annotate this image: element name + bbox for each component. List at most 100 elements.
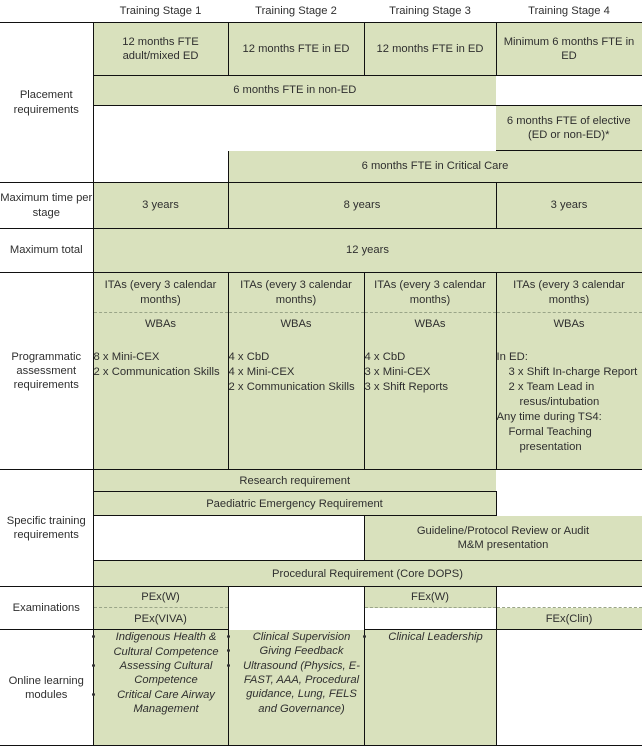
wba-item: 2 x Communication Skills <box>94 365 228 380</box>
module-name: Clinical Supervision <box>252 630 351 643</box>
module-name: Indigenous Health & Cultural Competence <box>113 631 219 658</box>
specific-paediatric-row: Paediatric Emergency Requirement <box>0 491 642 517</box>
wba-item-text: 3 x Shift Reports <box>364 381 449 394</box>
exam-fex-clin: FEx(Clin) <box>496 607 642 631</box>
wba-item-text: 2 x Team Lead in resus/intubation <box>508 381 600 408</box>
row-label-maximum-time-per-stage: Maximum time per stage <box>0 182 94 229</box>
mm-presentation-line2: M&M presentation <box>457 539 549 552</box>
column-header-training-stage-1: Training Stage 1 <box>93 0 228 23</box>
row-label-specific-training: Specific training requirements <box>0 469 94 588</box>
list-item: Clinical Supervision <box>240 630 364 644</box>
wbas-list-ts2: 4 x CbD 4 x Mini-CEX 2 x Communication S… <box>229 334 364 412</box>
paediatric-emergency-requirement: Paediatric Emergency Requirement <box>92 491 497 517</box>
itas-ts2: ITAs (every 3 calendar months) <box>228 272 365 313</box>
exam-empty-ts3-row2 <box>364 607 497 631</box>
table-header-row: Training Stage 1 Training Stage 2 Traini… <box>0 0 642 23</box>
guideline-protocol-review-cell: Guideline/Protocol Review or Audit M&M p… <box>363 515 642 562</box>
placement-row-2: 6 months FTE in non-ED <box>0 75 642 106</box>
wba-item-text: 4 x CbD <box>364 351 406 364</box>
online-modules-ts2: Clinical Supervision Giving Feedback Ult… <box>228 629 365 746</box>
wba-item: 4 x Mini-CEX <box>229 365 364 380</box>
programmatic-wbas-row: WBAs 8 x Mini-CEX 2 x Communication Skil… <box>0 312 642 471</box>
max-time-ts1: 3 years <box>92 182 229 229</box>
guideline-protocol-line1: Guideline/Protocol Review or Audit <box>416 525 590 538</box>
wba-item-text: Formal Teaching presentation <box>508 425 592 453</box>
wbas-ts4-cell: WBAs In ED: 3 x Shift In-charge Report 2… <box>496 312 642 471</box>
wba-item: 2 x Team Lead in resus/intubation <box>497 380 642 410</box>
wbas-ts1-cell: WBAs 8 x Mini-CEX 2 x Communication Skil… <box>92 312 229 471</box>
placement-ts3-ed: 12 months FTE in ED <box>364 22 497 76</box>
exam-empty-ts2 <box>228 586 365 630</box>
wbas-ts3-cell: WBAs 4 x CbD 3 x Mini-CEX 3 x Shift Repo… <box>364 312 497 471</box>
max-time-per-stage-row: Maximum time per stage 3 years 8 years 3… <box>0 182 642 229</box>
module-name: Clinical Leadership <box>388 631 483 644</box>
exam-empty-ts4-row1 <box>496 586 642 609</box>
procedural-requirement-core-dops: Procedural Requirement (Core DOPS) <box>92 560 642 588</box>
examinations-row-1: Examinations PEx(W) FEx(W) <box>0 586 642 631</box>
exam-fex-w: FEx(W) <box>364 586 497 609</box>
row-label-programmatic-assessment: Programmatic assessment requirements <box>0 271 94 471</box>
wba-item: 3 x Shift In-charge Report <box>497 365 642 380</box>
wba-group-title-any-time: Any time during TS4: <box>496 410 602 423</box>
wbas-list-ts3: 4 x CbD 3 x Mini-CEX 3 x Shift Reports <box>365 334 496 412</box>
list-item: Indigenous Health & Cultural Competence <box>105 630 228 659</box>
max-total-row: Maximum total 12 years <box>0 228 642 273</box>
exam-pex-w: PEx(W) <box>92 586 229 609</box>
specific-empty-ts1-ts2 <box>92 515 364 562</box>
column-header-training-stage-3: Training Stage 3 <box>364 0 496 23</box>
wba-item: 4 x CbD <box>365 350 496 365</box>
wba-item: 8 x Mini-CEX <box>94 350 228 365</box>
wbas-heading-ts4: WBAs <box>553 318 585 330</box>
max-total-all-stages: 12 years <box>92 228 642 273</box>
research-requirement: Research requirement <box>92 469 496 493</box>
wba-item-text: 2 x Communication Skills <box>228 381 355 394</box>
placement-row-1: Placement requirements 12 months FTE adu… <box>0 22 642 183</box>
wba-group-title-in-ed: In ED: <box>496 351 528 364</box>
row-label-maximum-total: Maximum total <box>0 228 94 273</box>
wbas-heading-ts3: WBAs <box>414 318 446 330</box>
wba-item-text: 4 x Mini-CEX <box>228 366 295 379</box>
list-item: Clinical Leadership <box>376 630 496 644</box>
wba-item-text: 3 x Shift In-charge Report <box>508 366 638 379</box>
wbas-heading-ts1: WBAs <box>144 318 177 330</box>
wba-item-text: 8 x Mini-CEX <box>93 351 160 364</box>
module-name: Giving Feedback <box>259 645 344 658</box>
wba-item-text: 3 x Mini-CEX <box>364 366 431 379</box>
online-learning-modules-row: Online learning modules Indigenous Healt… <box>0 629 642 746</box>
placement-row-3: 6 months FTE of elective (ED or non-ED)* <box>0 105 642 151</box>
list-item: Ultrasound (Physics, E-FAST, AAA, Proced… <box>240 659 364 716</box>
placement-row-4: 6 months FTE in Critical Care <box>0 150 642 183</box>
placement-critical-care-span: 6 months FTE in Critical Care <box>227 150 642 183</box>
placement-row4-empty-ts1 <box>92 150 228 183</box>
itas-ts3: ITAs (every 3 calendar months) <box>364 272 497 313</box>
examinations-row-2: PEx(VIVA) FEx(Clin) <box>0 607 642 631</box>
wbas-list-ts1: 8 x Mini-CEX 2 x Communication Skills <box>94 334 228 397</box>
row-label-online-learning-modules: Online learning modules <box>0 629 94 746</box>
online-modules-ts4-empty <box>496 629 642 746</box>
wba-item: 3 x Shift Reports <box>365 380 496 395</box>
row-label-examinations: Examinations <box>0 586 94 631</box>
wba-item: 2 x Communication Skills <box>229 380 364 395</box>
column-header-training-stage-2: Training Stage 2 <box>228 0 364 23</box>
placement-row3-empty-ts1-ts3 <box>92 105 496 151</box>
list-item: Critical Care Airway Management <box>105 688 228 717</box>
exam-pex-viva: PEx(VIVA) <box>92 607 229 631</box>
column-header-training-stage-4: Training Stage 4 <box>496 0 642 23</box>
specific-empty-ts4 <box>496 469 642 516</box>
placement-row2-empty-ts4 <box>496 75 642 106</box>
placement-non-ed-span: 6 months FTE in non-ED <box>92 75 496 106</box>
online-modules-ts3: Clinical Leadership <box>364 629 497 746</box>
wbas-heading-ts2: WBAs <box>280 318 312 330</box>
specific-guideline-row: Guideline/Protocol Review or Audit M&M p… <box>0 515 642 562</box>
wba-item: 3 x Mini-CEX <box>365 365 496 380</box>
programmatic-itas-row: Programmatic assessment requirements ITA… <box>0 271 642 471</box>
wbas-ts2-cell: WBAs 4 x CbD 4 x Mini-CEX 2 x Communicat… <box>228 312 365 471</box>
wba-item: 4 x CbD <box>229 350 364 365</box>
header-corner-blank <box>0 0 93 23</box>
itas-ts4: ITAs (every 3 calendar months) <box>496 272 642 313</box>
max-time-ts4: 3 years <box>496 182 642 229</box>
wbas-list-ts4: In ED: 3 x Shift In-charge Report 2 x Te… <box>497 334 642 471</box>
placement-ts4-elective: 6 months FTE of elective (ED or non-ED)* <box>496 105 642 151</box>
